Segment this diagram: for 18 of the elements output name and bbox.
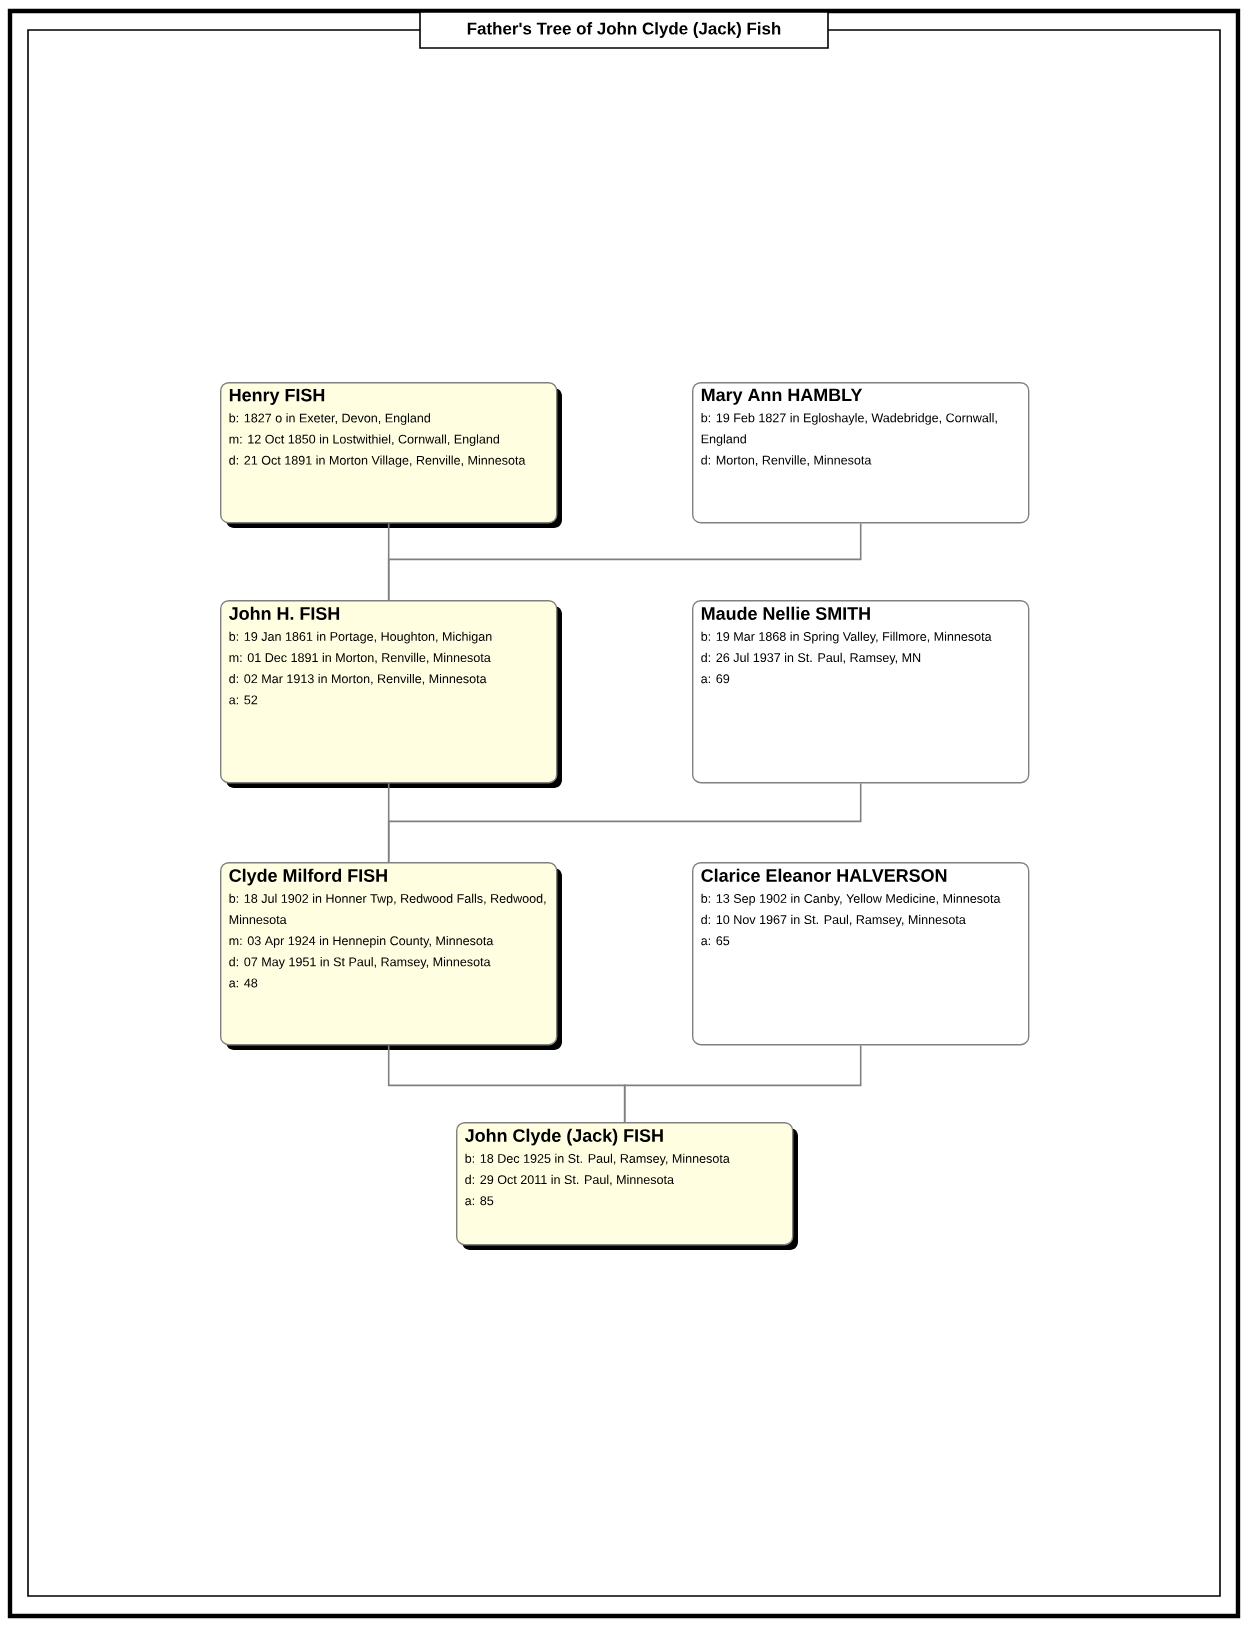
person-box [692,862,1030,1046]
connector-line [387,782,862,863]
connector-line [623,1044,862,1123]
person-name: John Clyde (Jack) FISH [465,1128,663,1146]
connector-line [387,522,862,601]
person-name: Clyde Milford FISH [229,868,387,886]
person-box [692,600,1030,784]
person-box [692,382,1030,524]
person-box [456,1122,798,1250]
person-name: Mary Ann HAMBLY [701,388,863,405]
person-name: Maude Nellie SMITH [701,606,870,620]
person-name: John H. FISH [229,606,340,620]
person-box [220,600,562,788]
person-name: Henry FISH [229,388,325,405]
title: Father's Tree of John Clyde (Jack) Fish [467,22,781,38]
person-box [220,382,562,528]
person-name: Clarice Eleanor HALVERSON [701,868,947,882]
person-box [220,862,562,1050]
